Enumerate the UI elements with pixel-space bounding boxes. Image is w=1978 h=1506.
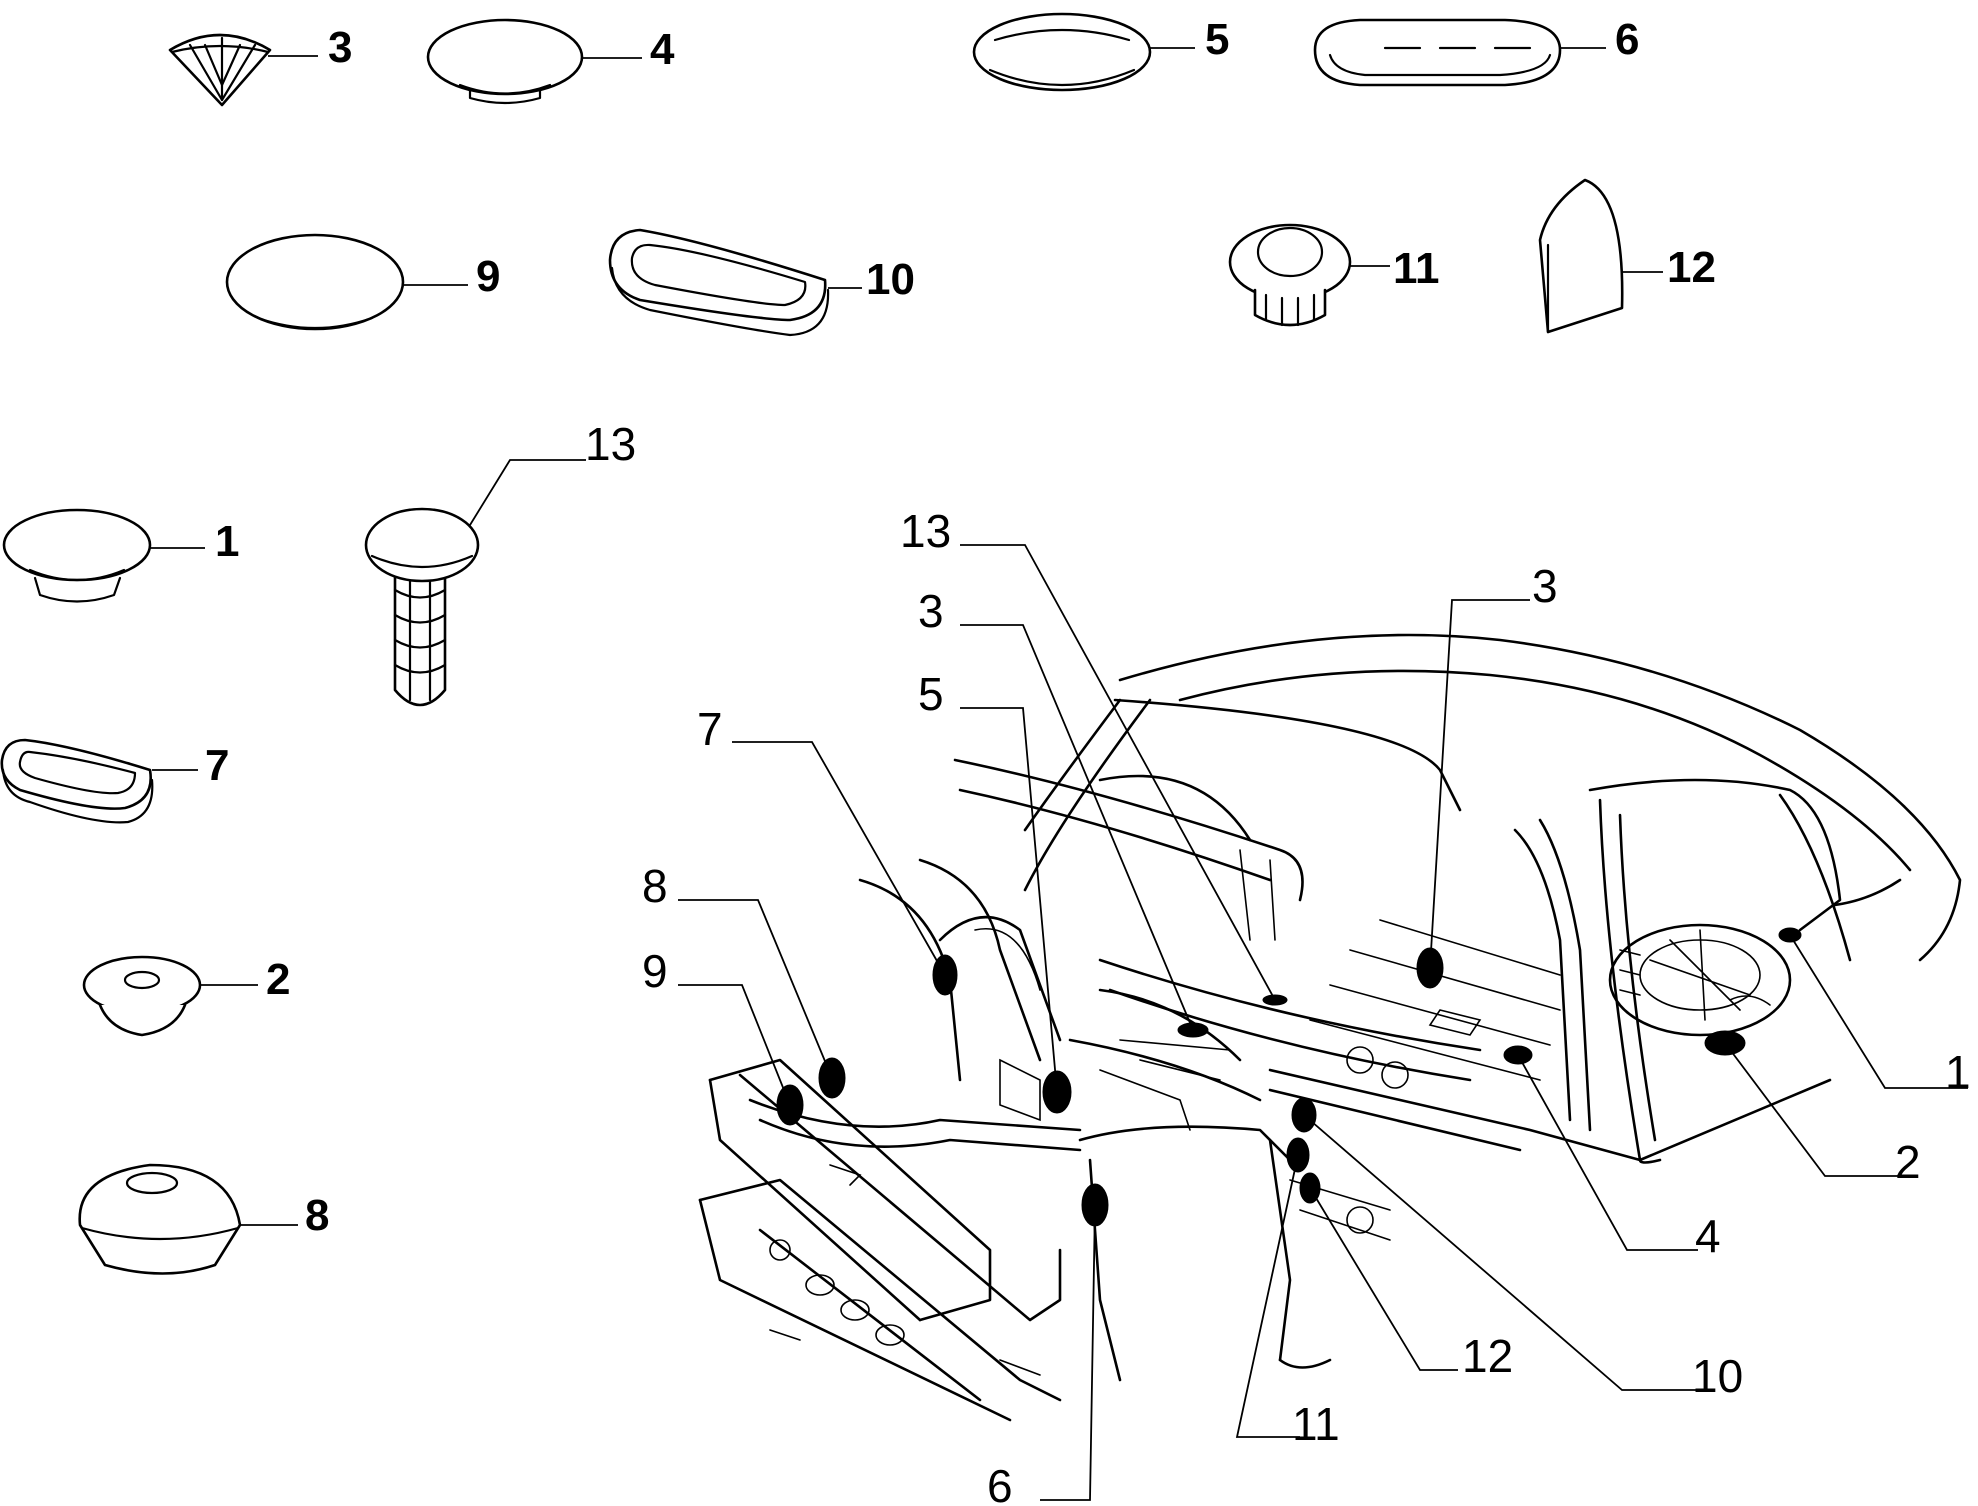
- part-label-2: 2: [266, 955, 290, 1004]
- callout-7: 7: [697, 703, 723, 755]
- part-label-9: 9: [476, 252, 500, 301]
- callout-11: 11: [1292, 1398, 1340, 1450]
- callout-numbers: 13 3 5 7 8 9 3 1 2 4 10 12 11 6: [642, 505, 1971, 1506]
- callout-12: 12: [1462, 1330, 1513, 1382]
- part-label-11: 11: [1393, 244, 1440, 293]
- part-1-button-plug: 1: [2, 508, 239, 603]
- callout-2: 2: [1895, 1136, 1921, 1188]
- callout-leaders: [678, 544, 1968, 1501]
- callout-3-front: 3: [918, 585, 944, 637]
- callout-1: 1: [1945, 1046, 1971, 1098]
- callout-8: 8: [642, 860, 668, 912]
- part-9-large-cap: 9: [225, 233, 500, 331]
- part-label-7: 7: [205, 741, 229, 790]
- callout-5: 5: [918, 668, 944, 720]
- car-body-shell: [698, 633, 1962, 1422]
- part-label-1: 1: [215, 517, 239, 566]
- callout-13: 13: [900, 505, 951, 557]
- part-3-dart-clip: 3: [168, 23, 352, 107]
- part-label-8: 8: [305, 1191, 329, 1240]
- part-11-push-clip: 11: [1228, 223, 1440, 327]
- part-6-oval-plug: 6: [1313, 15, 1639, 87]
- part-label-10: 10: [866, 255, 915, 304]
- part-2-grommet: 2: [82, 955, 290, 1037]
- part-label-5: 5: [1205, 15, 1229, 64]
- plug-locations: [776, 927, 1802, 1227]
- part-label-3: 3: [328, 23, 352, 72]
- part-label-13: 13: [585, 418, 636, 470]
- part-label-12: 12: [1667, 243, 1716, 292]
- part-label-6: 6: [1615, 15, 1639, 64]
- part-12-shaped-pad: 12: [1538, 178, 1716, 334]
- callout-3-rear: 3: [1532, 560, 1558, 612]
- callout-10: 10: [1692, 1350, 1743, 1402]
- callout-6: 6: [987, 1460, 1013, 1506]
- part-7-small-oval-grommet: 7: [0, 738, 229, 824]
- part-5-rimmed-plug: 5: [972, 12, 1229, 92]
- callout-4: 4: [1695, 1210, 1721, 1262]
- callout-9: 9: [642, 945, 668, 997]
- part-4-round-cap: 4: [426, 18, 675, 105]
- part-13-fir-tree-pin: 13: [364, 418, 636, 707]
- part-label-4: 4: [650, 25, 675, 74]
- part-10-oval-grommet: 10: [608, 228, 915, 337]
- part-8-dome-plug: 8: [78, 1163, 329, 1275]
